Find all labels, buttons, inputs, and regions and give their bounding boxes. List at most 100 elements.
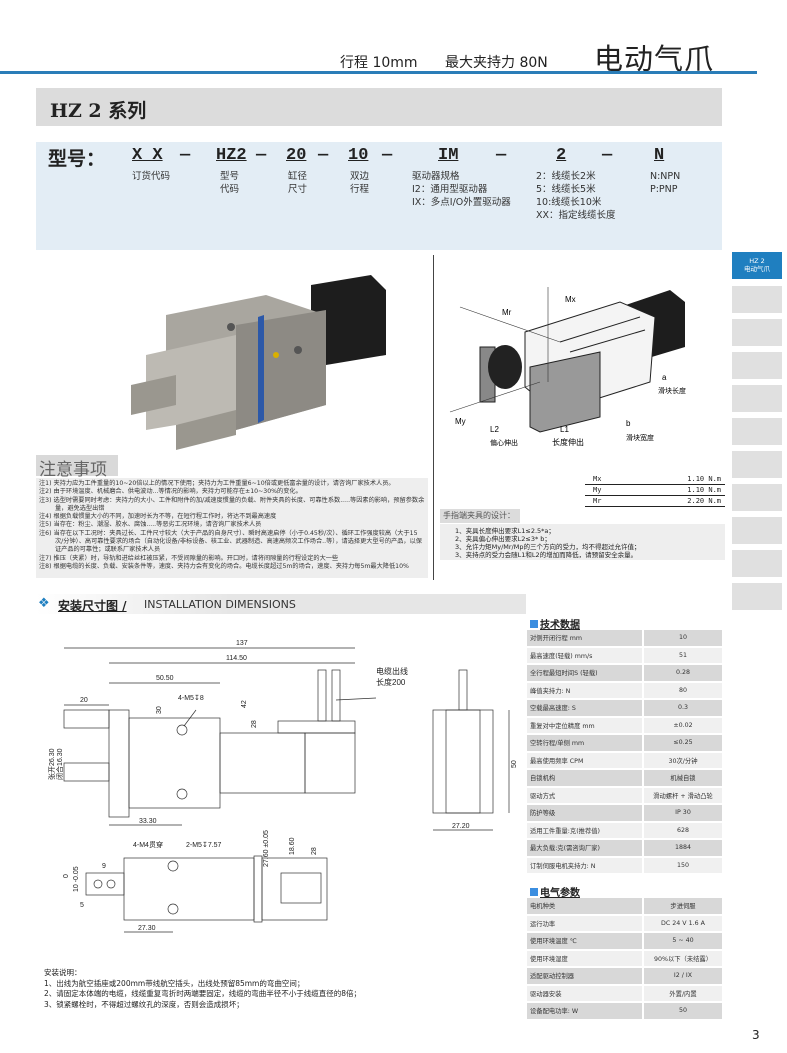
row-value: 150 (642, 857, 722, 873)
row-value: IP 30 (642, 805, 722, 821)
label-a: a (662, 373, 667, 382)
code-sep: — (602, 146, 613, 165)
dim-137: 137 (236, 640, 248, 647)
electrical-title-text: 电气参数 (540, 888, 580, 899)
code-sep: — (256, 146, 267, 165)
row-label: 电机种类 (527, 898, 642, 914)
label-l2-desc: 偏心伸出 (490, 438, 518, 447)
row-value: 50 (642, 1003, 722, 1019)
code-sep: — (382, 146, 393, 165)
sidebar-item[interactable] (732, 451, 782, 478)
label-l1-desc: 长度伸出 (552, 437, 584, 447)
jaw-design-item: 3、夹持点的受力会随L1和L2的增加而降低，请预留安全余量。 (455, 551, 638, 559)
row-value: ±0.02 (642, 717, 722, 733)
row-value: 步进伺服 (642, 898, 722, 914)
label-driver: 驱动器规格 I2：通用型驱动器 IX：多点I/O外置驱动器 (412, 171, 511, 208)
row-value: I2 / IX (642, 968, 722, 984)
table-row: 驱动器安装外置/内置 (527, 985, 722, 1001)
install-notes: 安装说明： 1、出线为航空插座或200mm带线航空插头，出线处预留85mm的弯曲… (44, 968, 361, 1010)
tech-data-title-text: 技术数据 (540, 620, 580, 631)
moment-value: 1.10 N.m (687, 486, 721, 494)
note-item: 注6) 当存在以下工况时：夹具过长、工件尺寸较大（大于产品的自身尺寸）、瞬时高速… (39, 529, 422, 554)
row-value: 51 (642, 647, 722, 663)
dim-9: 9 (102, 863, 106, 870)
label-a-desc: 滑块长度 (658, 386, 686, 395)
dim-close: 闭合16.30 (55, 748, 64, 780)
row-value: 0.28 (642, 665, 722, 681)
row-label: 自锁机构 (527, 770, 642, 786)
thread-m5: 4-M5↧8 (178, 694, 204, 702)
table-row: 重复对中定位精度 mm±0.02 (527, 717, 722, 733)
sidebar-item[interactable] (732, 319, 782, 346)
row-value: 90%以下（未结露） (642, 950, 722, 966)
row-label: 驱动方式 (527, 787, 642, 803)
sidebar-item[interactable] (732, 418, 782, 445)
install-item: 3、锁紧螺栓时，不得超过螺纹孔的深度，否则会造成损坏； (44, 999, 244, 1009)
dim-50: 50 (511, 760, 518, 768)
table-row: 驱动方式滑动螺杆 + 滑动凸轮 (527, 787, 722, 803)
note-item: 注2) 由于环境温度、机械磨合、供电波动...等情况的影响，夹持力可能存在±10… (39, 488, 302, 496)
label-b: b (626, 419, 631, 428)
model-prefix: 型号： (48, 148, 106, 170)
row-label: 最大负载:克(需咨询厂家) (527, 840, 642, 856)
label-bore: 缸径 尺寸 (288, 171, 308, 195)
sidebar-item[interactable] (732, 484, 782, 511)
dim-42: 42 (241, 700, 248, 708)
row-label: 峰值夹持力: N (527, 682, 642, 698)
code-stroke: 10 (348, 146, 369, 165)
code-order: X X (132, 146, 163, 165)
dim-27-30: 27.30 (138, 925, 156, 932)
label-b-desc: 滑块宽度 (626, 433, 654, 442)
row-value: 0.3 (642, 700, 722, 716)
sidebar-item-hz2[interactable]: HZ 2 电动气爪 (732, 252, 782, 279)
dim-10: 10 -0.05 (73, 866, 80, 892)
moment-name: Mr (593, 497, 602, 505)
sidebar-item[interactable] (732, 550, 782, 577)
row-value: 10 (642, 630, 722, 646)
note-item: 注8) 根据电缆的长度、负载、安装条件等，速度、夹持力会有变化的场合。电缆长度超… (39, 562, 409, 570)
header-stroke: 行程 10mm (340, 55, 418, 71)
dim-27-20: 27.20 (452, 823, 470, 830)
row-value: 外置/内置 (642, 985, 722, 1001)
label-l2: L2 (490, 425, 499, 434)
series-title: HZ 2 系列 (50, 100, 147, 122)
installation-drawings: 137 114.50 50.50 20 30 4-M5↧8 42 28 张开26… (47, 640, 518, 933)
sidebar-item[interactable] (732, 286, 782, 313)
install-title: 安装说明： (44, 968, 82, 977)
series-bar (36, 88, 722, 126)
square-icon (530, 620, 538, 628)
notes-box: 注1) 夹持力应为工件重量的10~20倍以上的情况下使用；夹持力为工件重量6~1… (36, 478, 428, 578)
sidebar-item[interactable] (732, 385, 782, 412)
row-value: 滑动螺杆 + 滑动凸轮 (642, 787, 722, 803)
row-label: 使用环境湿度 (527, 950, 642, 966)
row-label: 适配驱动控制器 (527, 968, 642, 984)
header-title: 电动气爪 (594, 42, 715, 76)
sidebar-item[interactable] (732, 517, 782, 544)
label-my: My (455, 417, 466, 426)
section-bar (36, 594, 526, 614)
moment-value: 1.10 N.m (687, 475, 721, 483)
moment-name: My (593, 486, 602, 494)
code-model: HZ2 (216, 146, 247, 165)
code-sep: — (180, 146, 191, 165)
sidebar-item[interactable] (732, 583, 782, 610)
dim-33-30: 33.30 (139, 818, 157, 825)
row-label: 空载最高速度: S (527, 700, 642, 716)
sidebar-item[interactable] (732, 352, 782, 379)
code-cable: 2 (556, 146, 567, 165)
note-item: 注3) 选型时需要同时考虑：夹持力的大小、工件和附件的加/减速度惯量的负载、附件… (39, 496, 425, 512)
code-bore: 20 (286, 146, 307, 165)
row-value: DC 24 V 1.6 A (642, 915, 722, 931)
jaw-design-item: 1、夹具长度伸出要求L1≤2.5*a； (455, 527, 555, 535)
product-photo (131, 275, 386, 450)
